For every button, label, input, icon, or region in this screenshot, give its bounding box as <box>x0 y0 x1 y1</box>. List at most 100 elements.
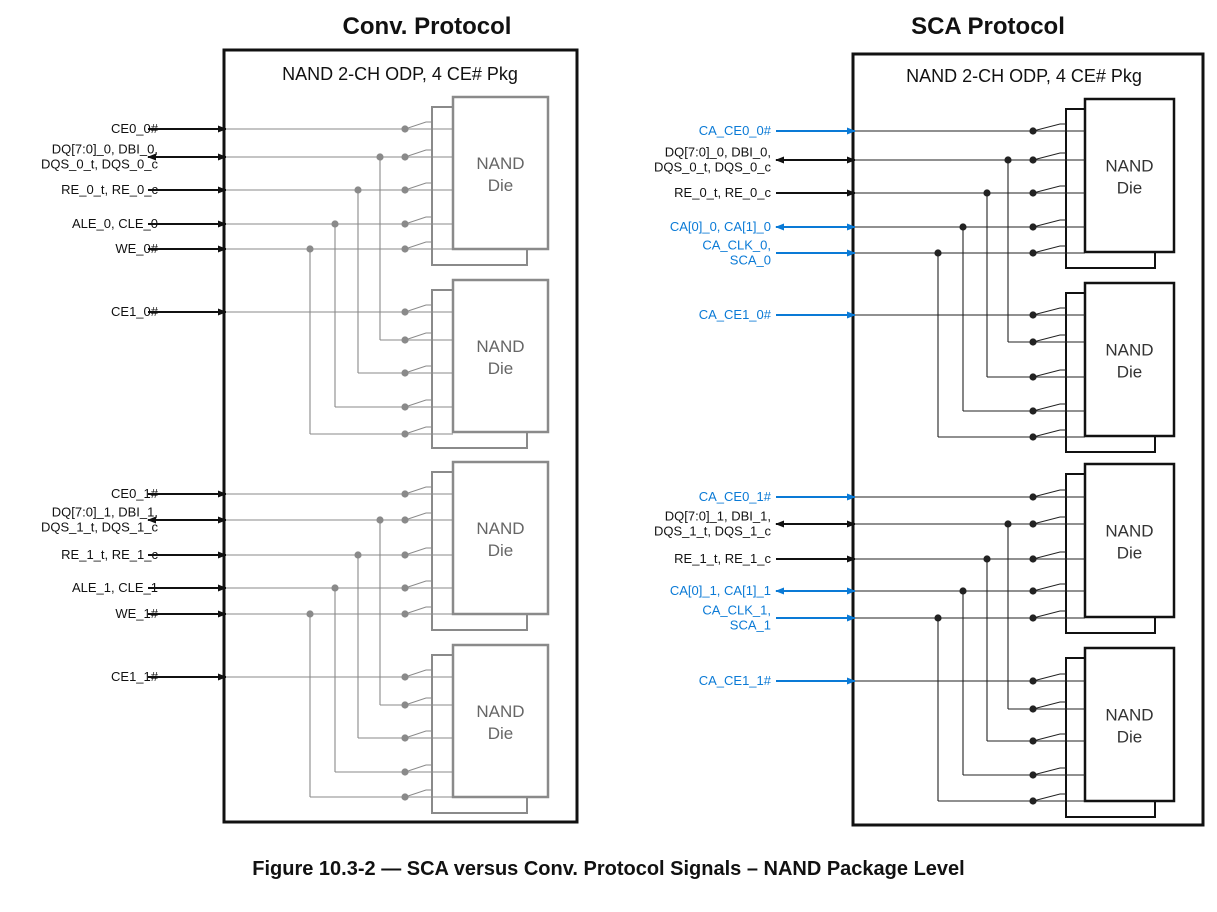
signal-label: CA[0]_0, CA[1]_0 <box>670 219 771 234</box>
nand-die-label: Die <box>1117 544 1143 563</box>
signal-label: DQ[7:0]_0, DBI_0, <box>665 145 771 160</box>
nand-die: NAND Die <box>401 278 550 449</box>
signal-label: RE_0_t, RE_0_c <box>674 185 771 200</box>
left-package-title: NAND 2-CH ODP, 4 CE# Pkg <box>282 64 518 84</box>
die-pin-fan <box>1032 152 1066 161</box>
signal-re: RE_1_t, RE_1_c <box>674 551 1033 566</box>
die-pin-fan <box>404 764 432 773</box>
signal-label: CA[0]_1, CA[1]_1 <box>670 583 771 598</box>
nand-die-label: Die <box>488 359 514 378</box>
signal-re: RE_0_t, RE_0_c <box>674 185 1033 200</box>
figure-caption: Figure 10.3-2 — SCA versus Conv. Protoco… <box>252 858 965 880</box>
nand-die-label: Die <box>1117 179 1143 198</box>
die-pin-fan <box>404 606 432 615</box>
signal-label: CA_CLK_0, <box>702 238 771 253</box>
nand-die-label: NAND <box>476 337 524 356</box>
die-pin-fan <box>1032 429 1066 438</box>
signal-label: CE0_0# <box>111 121 159 136</box>
signal-label: RE_1_t, RE_1_c <box>674 551 771 566</box>
die-pin-fan <box>1032 307 1066 316</box>
signal-label: CA_CE1_1# <box>699 673 772 688</box>
signal-dq: DQ[7:0]_0, DBI_0,DQS_0_t, DQS_0_c <box>41 142 405 172</box>
signal-label: ALE_0, CLE_0 <box>72 216 158 231</box>
nand-die-label: NAND <box>476 154 524 173</box>
signal-ce: CA_CE0_0# <box>699 123 1033 138</box>
die-pin-fan <box>404 512 432 521</box>
signal-clk: WE_1# <box>115 606 405 621</box>
die-pin-fan <box>1032 673 1066 682</box>
signal-ce: CA_CE0_1# <box>699 489 1033 504</box>
signal-label: CE1_1# <box>111 669 159 684</box>
signal-re: RE_1_t, RE_1_c <box>61 547 405 562</box>
die-pin-fan <box>404 730 432 739</box>
nand-die-label: Die <box>1117 363 1143 382</box>
signal-label: CA_CE0_1# <box>699 489 772 504</box>
signal-label: SCA_0 <box>730 253 771 268</box>
nand-die-front <box>451 643 550 799</box>
left-panel-title: Conv. Protocol <box>343 13 512 40</box>
signal-label: SCA_1 <box>730 618 771 633</box>
signal-ce: CE0_1# <box>111 486 405 501</box>
signal-label: CE1_0# <box>111 304 159 319</box>
signal-ca: CA[0]_0, CA[1]_0 <box>670 219 1033 234</box>
left-package-outline <box>222 48 579 824</box>
die-pin-fan <box>1032 185 1066 194</box>
nand-die-front <box>451 460 550 616</box>
signal-label: DQS_1_t, DQS_1_c <box>654 524 772 539</box>
signal-label: WE_1# <box>115 606 158 621</box>
die-pin-fan <box>404 304 432 313</box>
signal-label: CE0_1# <box>111 486 159 501</box>
nand-die-front <box>1083 646 1176 803</box>
die-pin-fan <box>1032 733 1066 742</box>
signal-label: CA_CE1_0# <box>699 307 772 322</box>
die-pin-fan <box>1032 516 1066 525</box>
die-pin-fan <box>404 182 432 191</box>
nand-die-label: NAND <box>476 519 524 538</box>
nand-die-label: NAND <box>1105 706 1153 725</box>
signal-label: CA_CLK_1, <box>702 603 771 618</box>
nand-die-label: NAND <box>1105 341 1153 360</box>
nand-die: NAND Die <box>1029 281 1176 453</box>
signal-ca: ALE_0, CLE_0 <box>72 216 405 231</box>
signal-label: DQ[7:0]_1, DBI_1, <box>52 505 158 520</box>
die-pin-fan <box>1032 123 1066 132</box>
nand-die-front <box>451 278 550 434</box>
nand-die-front <box>1083 281 1176 438</box>
nand-die-front <box>1083 462 1176 619</box>
nand-die: NAND Die <box>1029 97 1176 269</box>
die-pin-fan <box>1032 219 1066 228</box>
die-pin-fan <box>404 149 432 158</box>
nand-die: NAND Die <box>1029 462 1176 634</box>
die-pin-fan <box>404 486 432 495</box>
signal-label: RE_0_t, RE_0_c <box>61 182 158 197</box>
nand-die-label: NAND <box>1105 157 1153 176</box>
signal-clk: CA_CLK_1,SCA_1 <box>702 603 1033 633</box>
signal-label: DQS_1_t, DQS_1_c <box>41 520 159 535</box>
die-pin-fan <box>404 399 432 408</box>
die-pin-fan <box>1032 403 1066 412</box>
signal-dq: DQ[7:0]_1, DBI_1,DQS_1_t, DQS_1_c <box>41 505 405 535</box>
die-pin-fan <box>1032 610 1066 619</box>
signal-label: DQS_0_t, DQS_0_c <box>41 157 159 172</box>
nand-die-label: Die <box>488 541 514 560</box>
die-pin-fan <box>1032 489 1066 498</box>
signal-ce2: CE1_1# <box>111 669 405 684</box>
nand-die: NAND Die <box>401 460 550 631</box>
right-package-outline <box>851 52 1205 827</box>
nand-die-label: Die <box>488 724 514 743</box>
die-pin-fan <box>1032 245 1066 254</box>
die-pin-fan <box>404 789 432 798</box>
die-pin-fan <box>404 121 432 130</box>
signal-ce2: CA_CE1_0# <box>699 307 1033 322</box>
nand-die-label: NAND <box>1105 522 1153 541</box>
signal-label: CA_CE0_0# <box>699 123 772 138</box>
nand-die-label: Die <box>488 176 514 195</box>
signal-label: WE_0# <box>115 241 158 256</box>
